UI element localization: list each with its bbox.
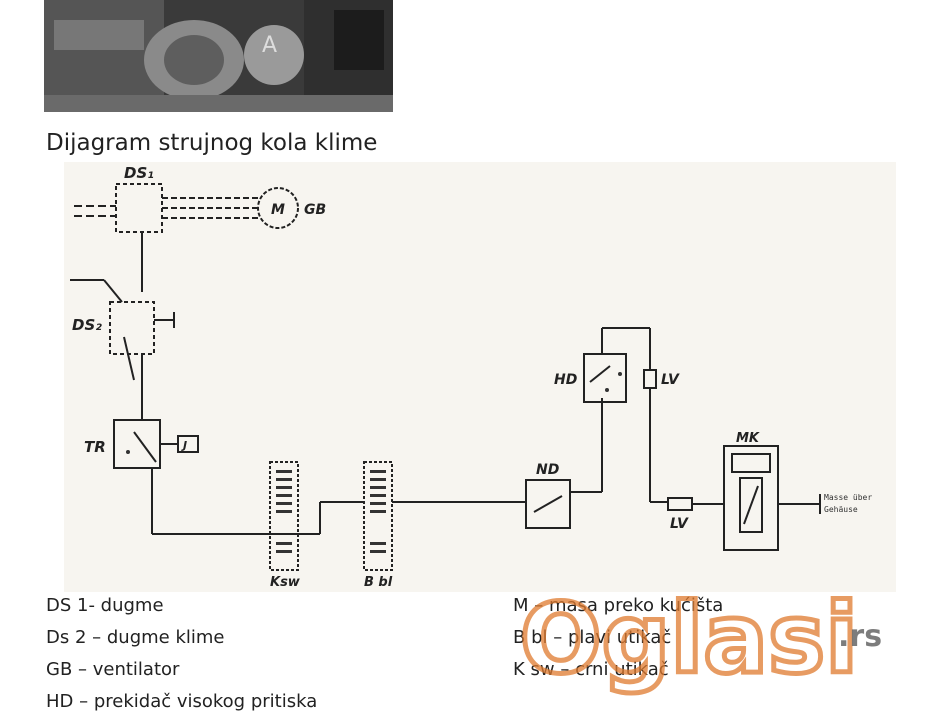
label-masse: Masse über (824, 493, 872, 502)
diagram-caption: Dijagram strujnog kola klime (46, 130, 378, 156)
legend-item: B bl – plavi utikač (513, 627, 672, 648)
legend-item: M – masa preko kućišta (513, 595, 724, 616)
label-hd: HD (554, 372, 577, 388)
compressor-photo: A (44, 0, 393, 112)
label-ds2: DS₂ (72, 316, 102, 334)
legend-right: M – masa preko kućišta B bl – plavi utik… (513, 590, 723, 686)
label-mk: MK (736, 431, 760, 446)
label-gb: GB (304, 202, 326, 218)
label-j: J (181, 439, 187, 452)
legend-left: DS 1- dugme Ds 2 – dugme klime GB – vent… (46, 590, 317, 718)
legend-item: HD – prekidač visokog pritiska (46, 691, 318, 712)
legend-item: K sw – crni utikač (513, 659, 669, 680)
label-gehause: Gehäuse (824, 505, 858, 514)
legend-item: GB – ventilator (46, 659, 180, 680)
label-bbl: B bl (364, 575, 393, 590)
legend-item: Ds 2 – dugme klime (46, 627, 225, 648)
legend-item: DS 1- dugme (46, 595, 164, 616)
watermark-tld: .rs (838, 619, 882, 654)
svg-text:A: A (262, 33, 277, 58)
label-m: M (271, 202, 285, 218)
label-tr: TR (84, 438, 106, 456)
label-ds1: DS₁ (124, 164, 154, 182)
label-nd: ND (536, 462, 559, 478)
label-ksw: Ksw (270, 575, 301, 590)
label-lv-bottom: LV (670, 516, 689, 532)
label-lv-top: LV (661, 372, 680, 388)
circuit-diagram: DS₁ M GB DS₂ TR J ND HD LV LV MK Ksw B b… (64, 162, 896, 592)
